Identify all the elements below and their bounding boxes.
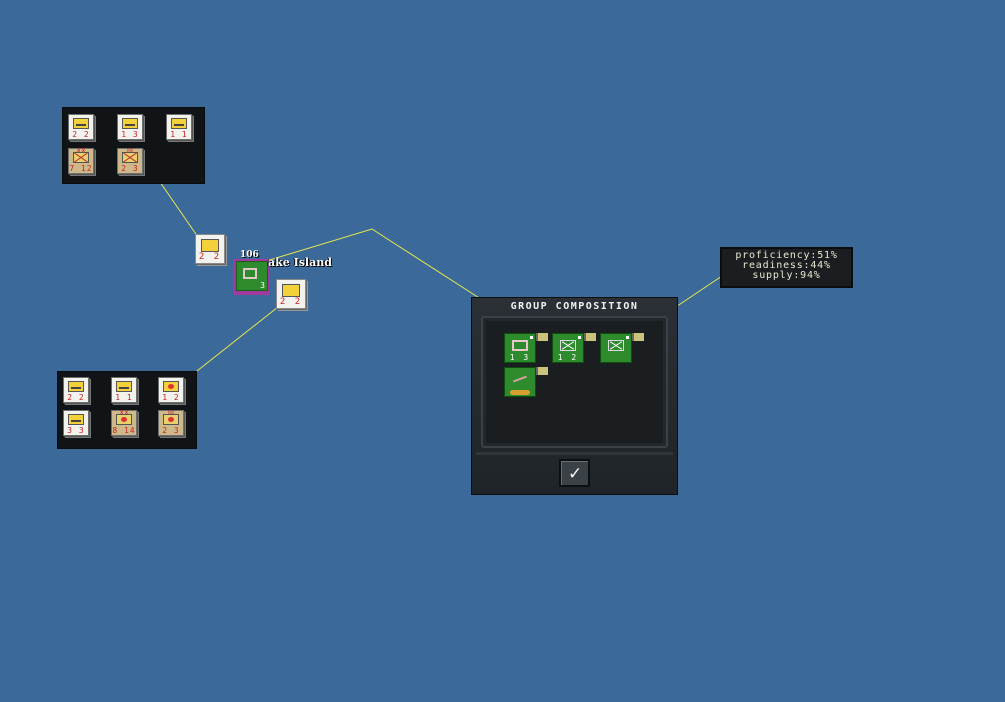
base-name-label: ake Island [268,256,332,269]
leader-icon [163,414,179,425]
ship-icon [122,118,138,129]
stack-counter[interactable]: 1 1 [111,377,137,403]
unit-stack-top[interactable]: 2 2 1 3 1 1 XX 7 12 III 2 3 [62,107,205,184]
unit-values: 1 3 [509,353,531,362]
flag-icon [584,333,596,341]
counter-value: 8 14 [112,426,136,435]
counter-value: 3 3 [67,426,85,435]
flag-icon [536,367,548,375]
unit-stack-bottom[interactable]: 2 2 1 1 1 2 3 3 XX 8 14 III 2 3 [57,371,197,449]
link-line-top-stack [159,181,201,241]
wheels-icon [510,390,530,395]
stack-counter[interactable]: XX 7 12 [68,147,94,174]
ship-icon [171,118,187,129]
base-unit: 3 [236,261,268,291]
unit-engineer[interactable]: 1 3 [504,333,548,363]
unit-size-label: XX [119,409,129,417]
infantry-icon [608,340,624,351]
stack-counter[interactable]: III 2 3 [117,147,143,174]
artillery-icon [512,374,528,385]
counter-value: 2 3 [121,164,139,173]
unit-size-label: XX [76,147,86,155]
unit-status-dot [578,336,581,339]
unit-status-dot [626,336,629,339]
link-line-bottom-stack [196,306,279,372]
panel-title: GROUP COMPOSITION [510,301,639,312]
ship-counter-west[interactable]: 2 2 [195,234,225,264]
counter-value: 2 2 [72,130,90,139]
ship-icon [116,381,132,392]
counter-value: 1 2 [162,393,180,402]
ship-icon [201,239,219,252]
panel-divider [476,452,673,455]
ship-icon [282,284,300,297]
infantry-icon [122,152,138,163]
counter-value: 7 12 [69,164,93,173]
leader-icon [116,414,132,425]
stack-counter[interactable]: 2 2 [63,377,89,403]
base-tag: 106 [240,250,259,260]
counter-value: 2 2 [198,252,222,262]
island-base[interactable]: 3 [233,259,269,295]
ship-icon [73,118,89,129]
counter-value: 1 1 [170,130,188,139]
flag-icon [536,333,548,341]
unit-size-label: III [126,147,134,155]
infantry-icon [73,152,89,163]
stack-counter[interactable]: XX 8 14 [111,409,137,436]
counter-value: 1 1 [115,393,133,402]
unit-size-label: III [167,409,175,417]
stack-counter[interactable]: 1 1 [166,114,192,140]
counter-value: 2 3 [162,426,180,435]
unit-antiair[interactable]: 1 2 [552,333,596,363]
ship-counter-east[interactable]: 2 2 [276,279,306,309]
stack-counter[interactable]: 2 2 [68,114,94,140]
ok-button[interactable]: ✓ [559,459,590,487]
engineer-icon [243,268,257,279]
antiair-icon [560,340,576,351]
readiness-text: readiness:44% [742,260,831,271]
aircraft-icon [163,381,179,392]
counter-value: 1 3 [121,130,139,139]
counter-value: 2 2 [279,297,303,307]
stack-counter[interactable]: 1 3 [117,114,143,140]
link-line-panel [262,228,488,304]
checkmark-icon: ✓ [568,464,583,484]
unit-stats-tooltip: proficiency:51% readiness:44% supply:94% [720,247,853,288]
stack-counter[interactable]: 3 3 [63,410,89,436]
unit-status-dot [530,336,533,339]
group-composition-panel: GROUP COMPOSITION 1 3 1 2 ✓ [471,297,678,495]
flag-icon [632,333,644,341]
engineer-icon [512,340,528,351]
unit-artillery[interactable] [504,367,548,397]
stack-counter[interactable]: III 2 3 [158,409,184,436]
counter-value: 2 2 [67,393,85,402]
stack-counter[interactable]: 1 2 [158,377,184,403]
ship-icon [68,414,84,425]
ship-icon [68,381,84,392]
base-strength: 3 [260,281,265,290]
supply-text: supply:94% [752,270,821,281]
unit-values: 1 2 [557,353,579,362]
proficiency-text: proficiency:51% [735,250,838,261]
unit-infantry[interactable] [600,333,644,363]
